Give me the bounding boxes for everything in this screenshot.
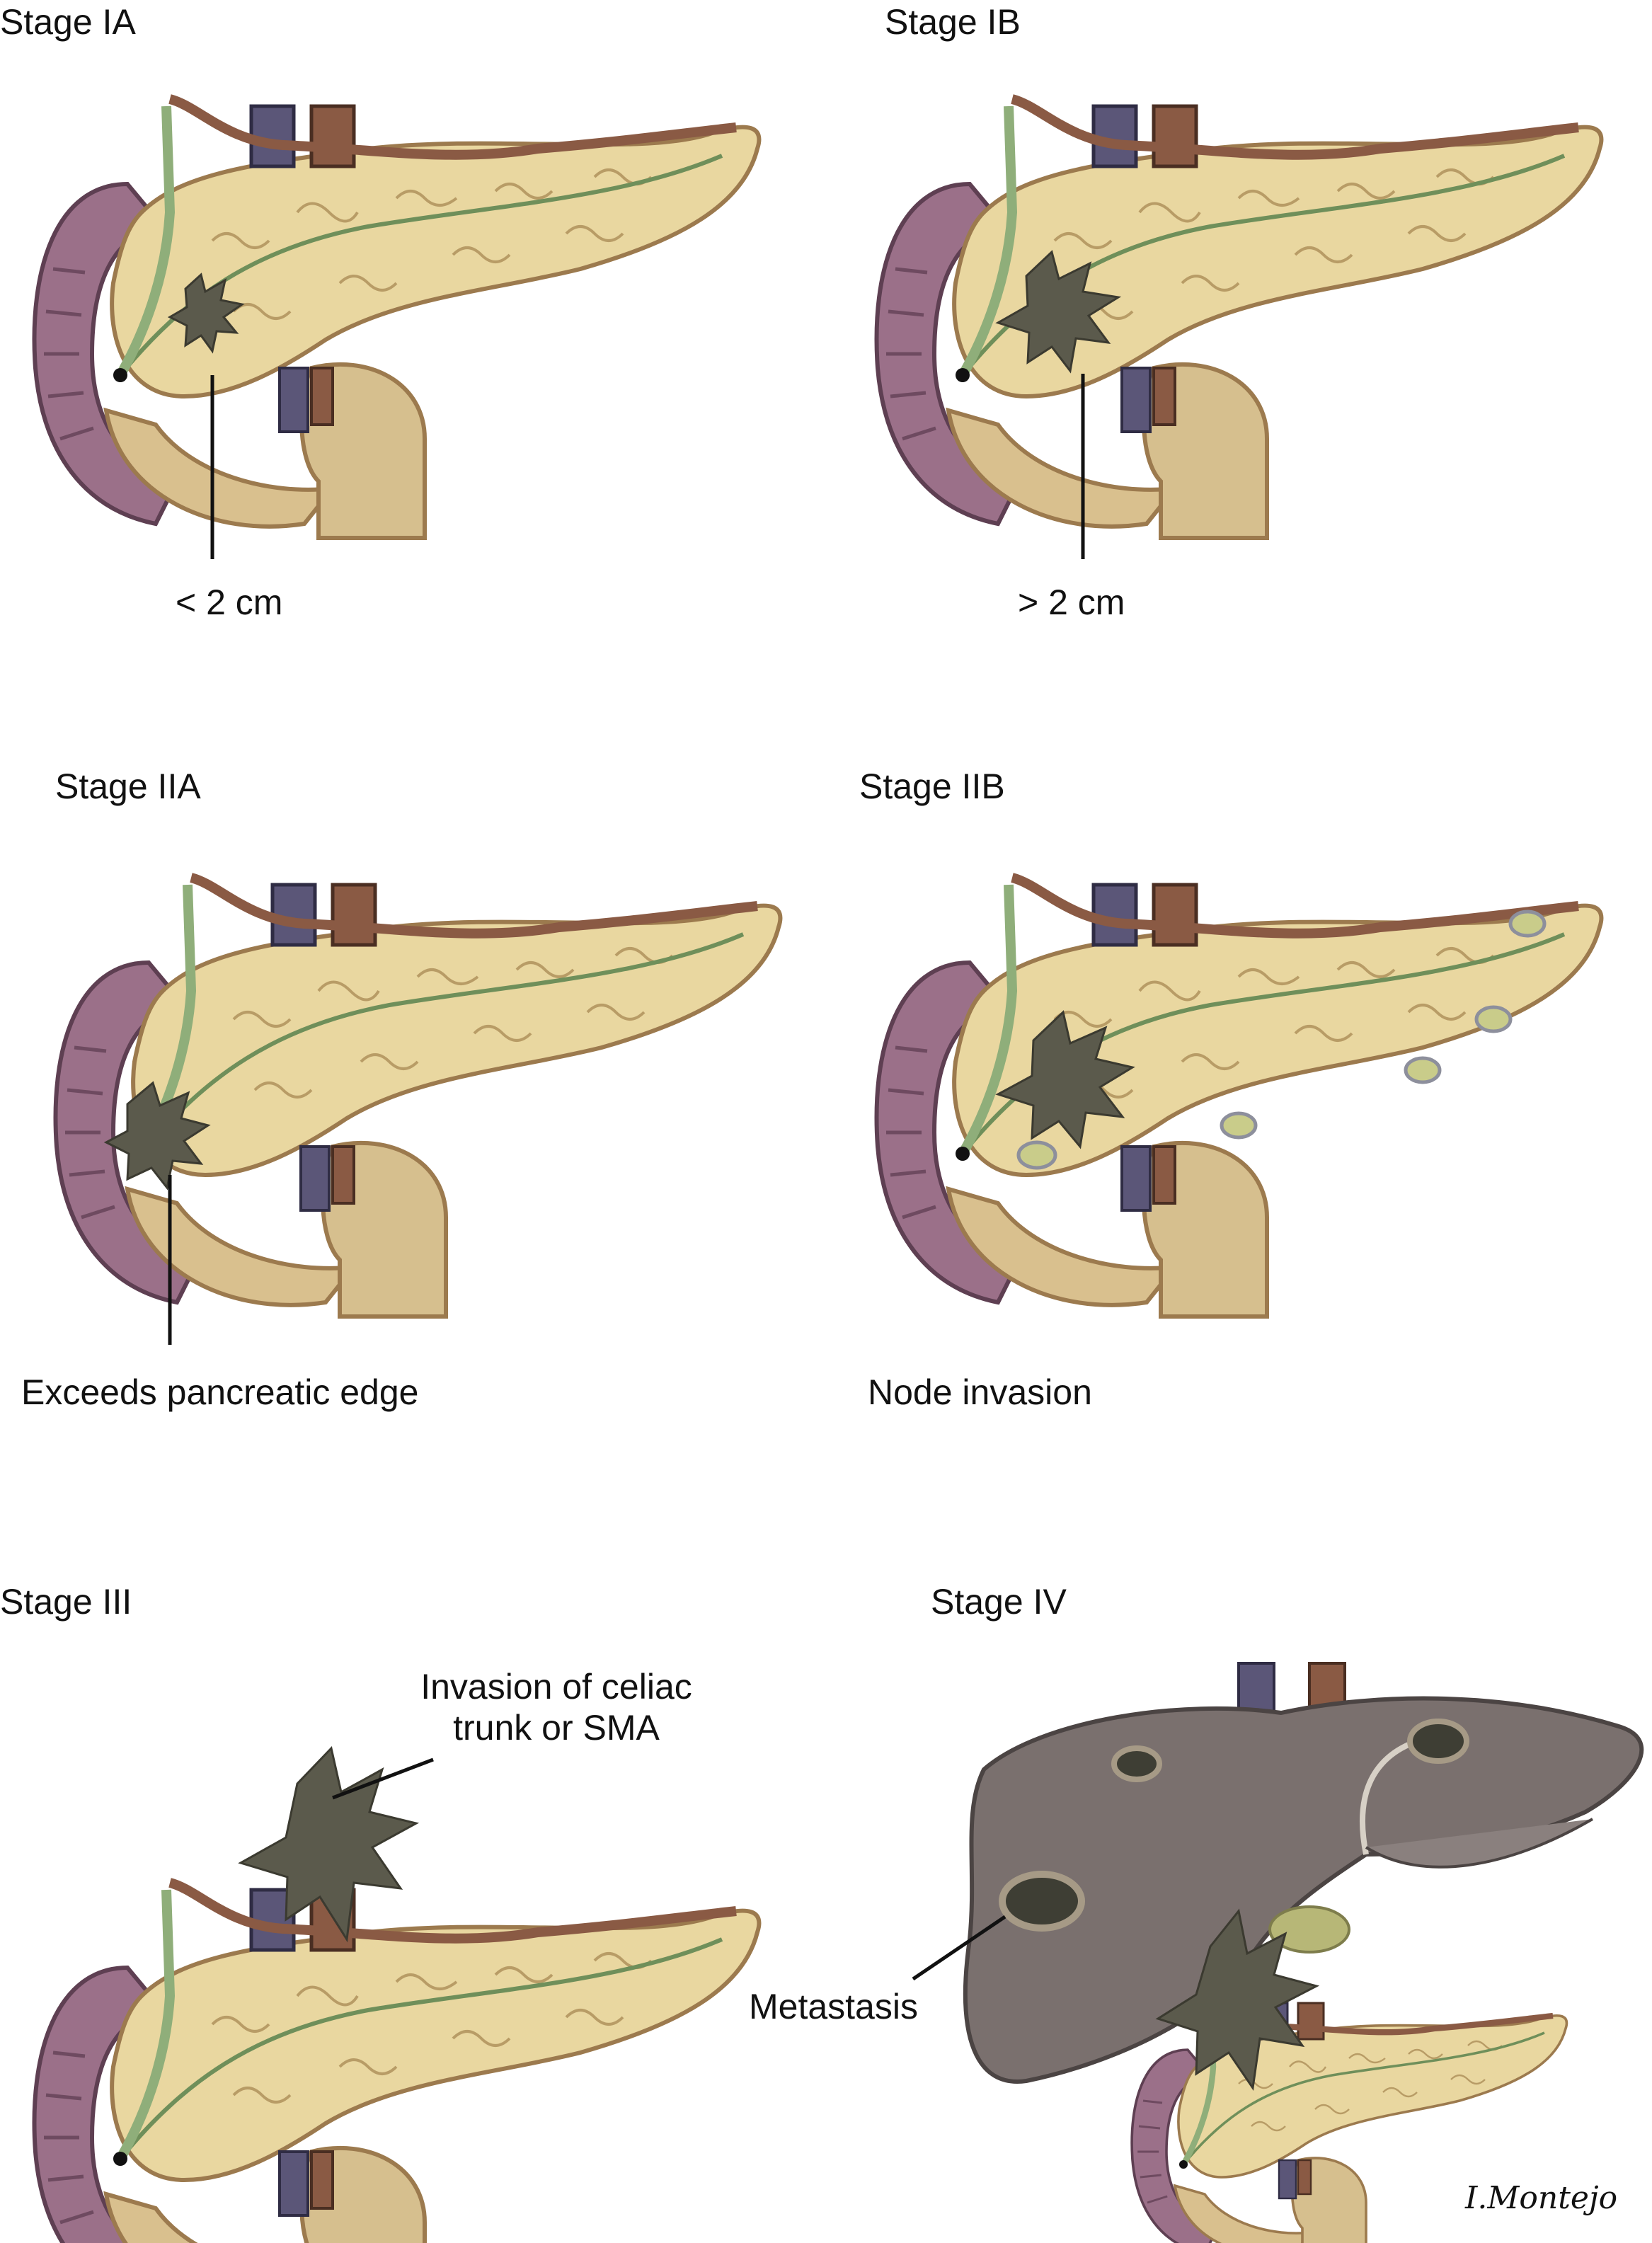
panel-stage-ib: Stage IB > 2 cm — [877, 2, 1602, 622]
size-label: > 2 cm — [1018, 583, 1125, 622]
panel-stage-iia: Stage IIA Exceeds pancreatic edge — [21, 767, 780, 1412]
metastasis-lesion — [1410, 1721, 1467, 1761]
stage-title: Stage IA — [0, 2, 136, 42]
metastasis-label: Metastasis — [749, 1987, 918, 2026]
stage-title: Stage IV — [931, 1582, 1067, 1622]
stage-title: Stage IIA — [55, 767, 201, 806]
artist-signature: I.Montejo — [1464, 2180, 1617, 2216]
panel-stage-ia: Stage IA < 2 cm — [0, 2, 759, 622]
metastasis-lesion — [1002, 1874, 1082, 1928]
lymph-node — [1222, 1113, 1256, 1137]
size-label: < 2 cm — [176, 583, 282, 622]
stage-title: Stage III — [0, 1582, 132, 1622]
node-label: Node invasion — [868, 1372, 1092, 1412]
lymph-node — [1476, 1007, 1510, 1031]
leader-line — [333, 1760, 433, 1798]
lymph-node — [1019, 1142, 1055, 1168]
vascular-label-line1: Invasion of celiac — [420, 1667, 692, 1706]
metastasis-lesion — [1114, 1748, 1159, 1779]
panel-stage-iii: Stage III Invasion of celiac trunk or SM… — [0, 1582, 759, 2243]
panel-stage-iib: Stage IIB Node invasion — [859, 767, 1601, 1412]
stage-title: Stage IB — [885, 2, 1021, 42]
stage-title: Stage IIB — [859, 767, 1005, 806]
lymph-node — [1406, 1058, 1440, 1082]
panel-stage-iv: Stage IV Metastasis I.Montejo — [749, 1582, 1641, 2243]
extension-label: Exceeds pancreatic edge — [21, 1372, 418, 1412]
pancreas-illustration — [877, 99, 1602, 538]
pancreas-illustration — [35, 1883, 759, 2243]
pancreas-illustration — [56, 878, 781, 1316]
pancreas-illustration — [877, 878, 1602, 1316]
vascular-label-line2: trunk or SMA — [453, 1708, 660, 1748]
lymph-node — [1510, 912, 1544, 936]
pancreas-illustration — [35, 99, 759, 538]
